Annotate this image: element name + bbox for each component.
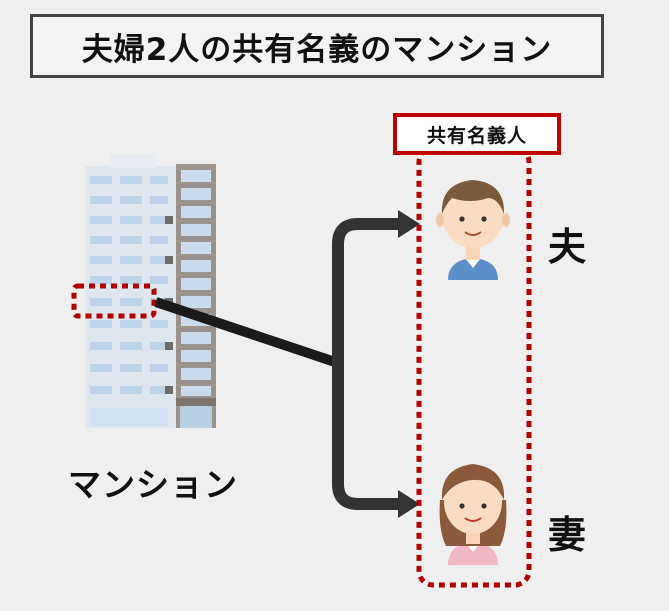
page-title: 夫婦2人の共有名義のマンション [81,31,553,68]
co-owner-label: 共有名義人 [393,113,561,155]
co-owner-label-text: 共有名義人 [426,124,527,147]
building-icon [85,154,216,428]
arrowhead-bottom [398,490,420,518]
arrowhead-top [398,210,420,238]
branch-arrow [332,218,400,510]
title-box: 夫婦2人の共有名義のマンション [30,14,604,78]
wife-avatar [439,464,507,565]
unit-highlight [71,283,157,319]
husband-label: 夫 [548,225,587,269]
building-label: マンション [68,465,238,504]
wife-label: 妻 [548,513,587,557]
co-owner-group [416,145,532,588]
husband-avatar [436,180,510,280]
connector-line [154,297,337,367]
